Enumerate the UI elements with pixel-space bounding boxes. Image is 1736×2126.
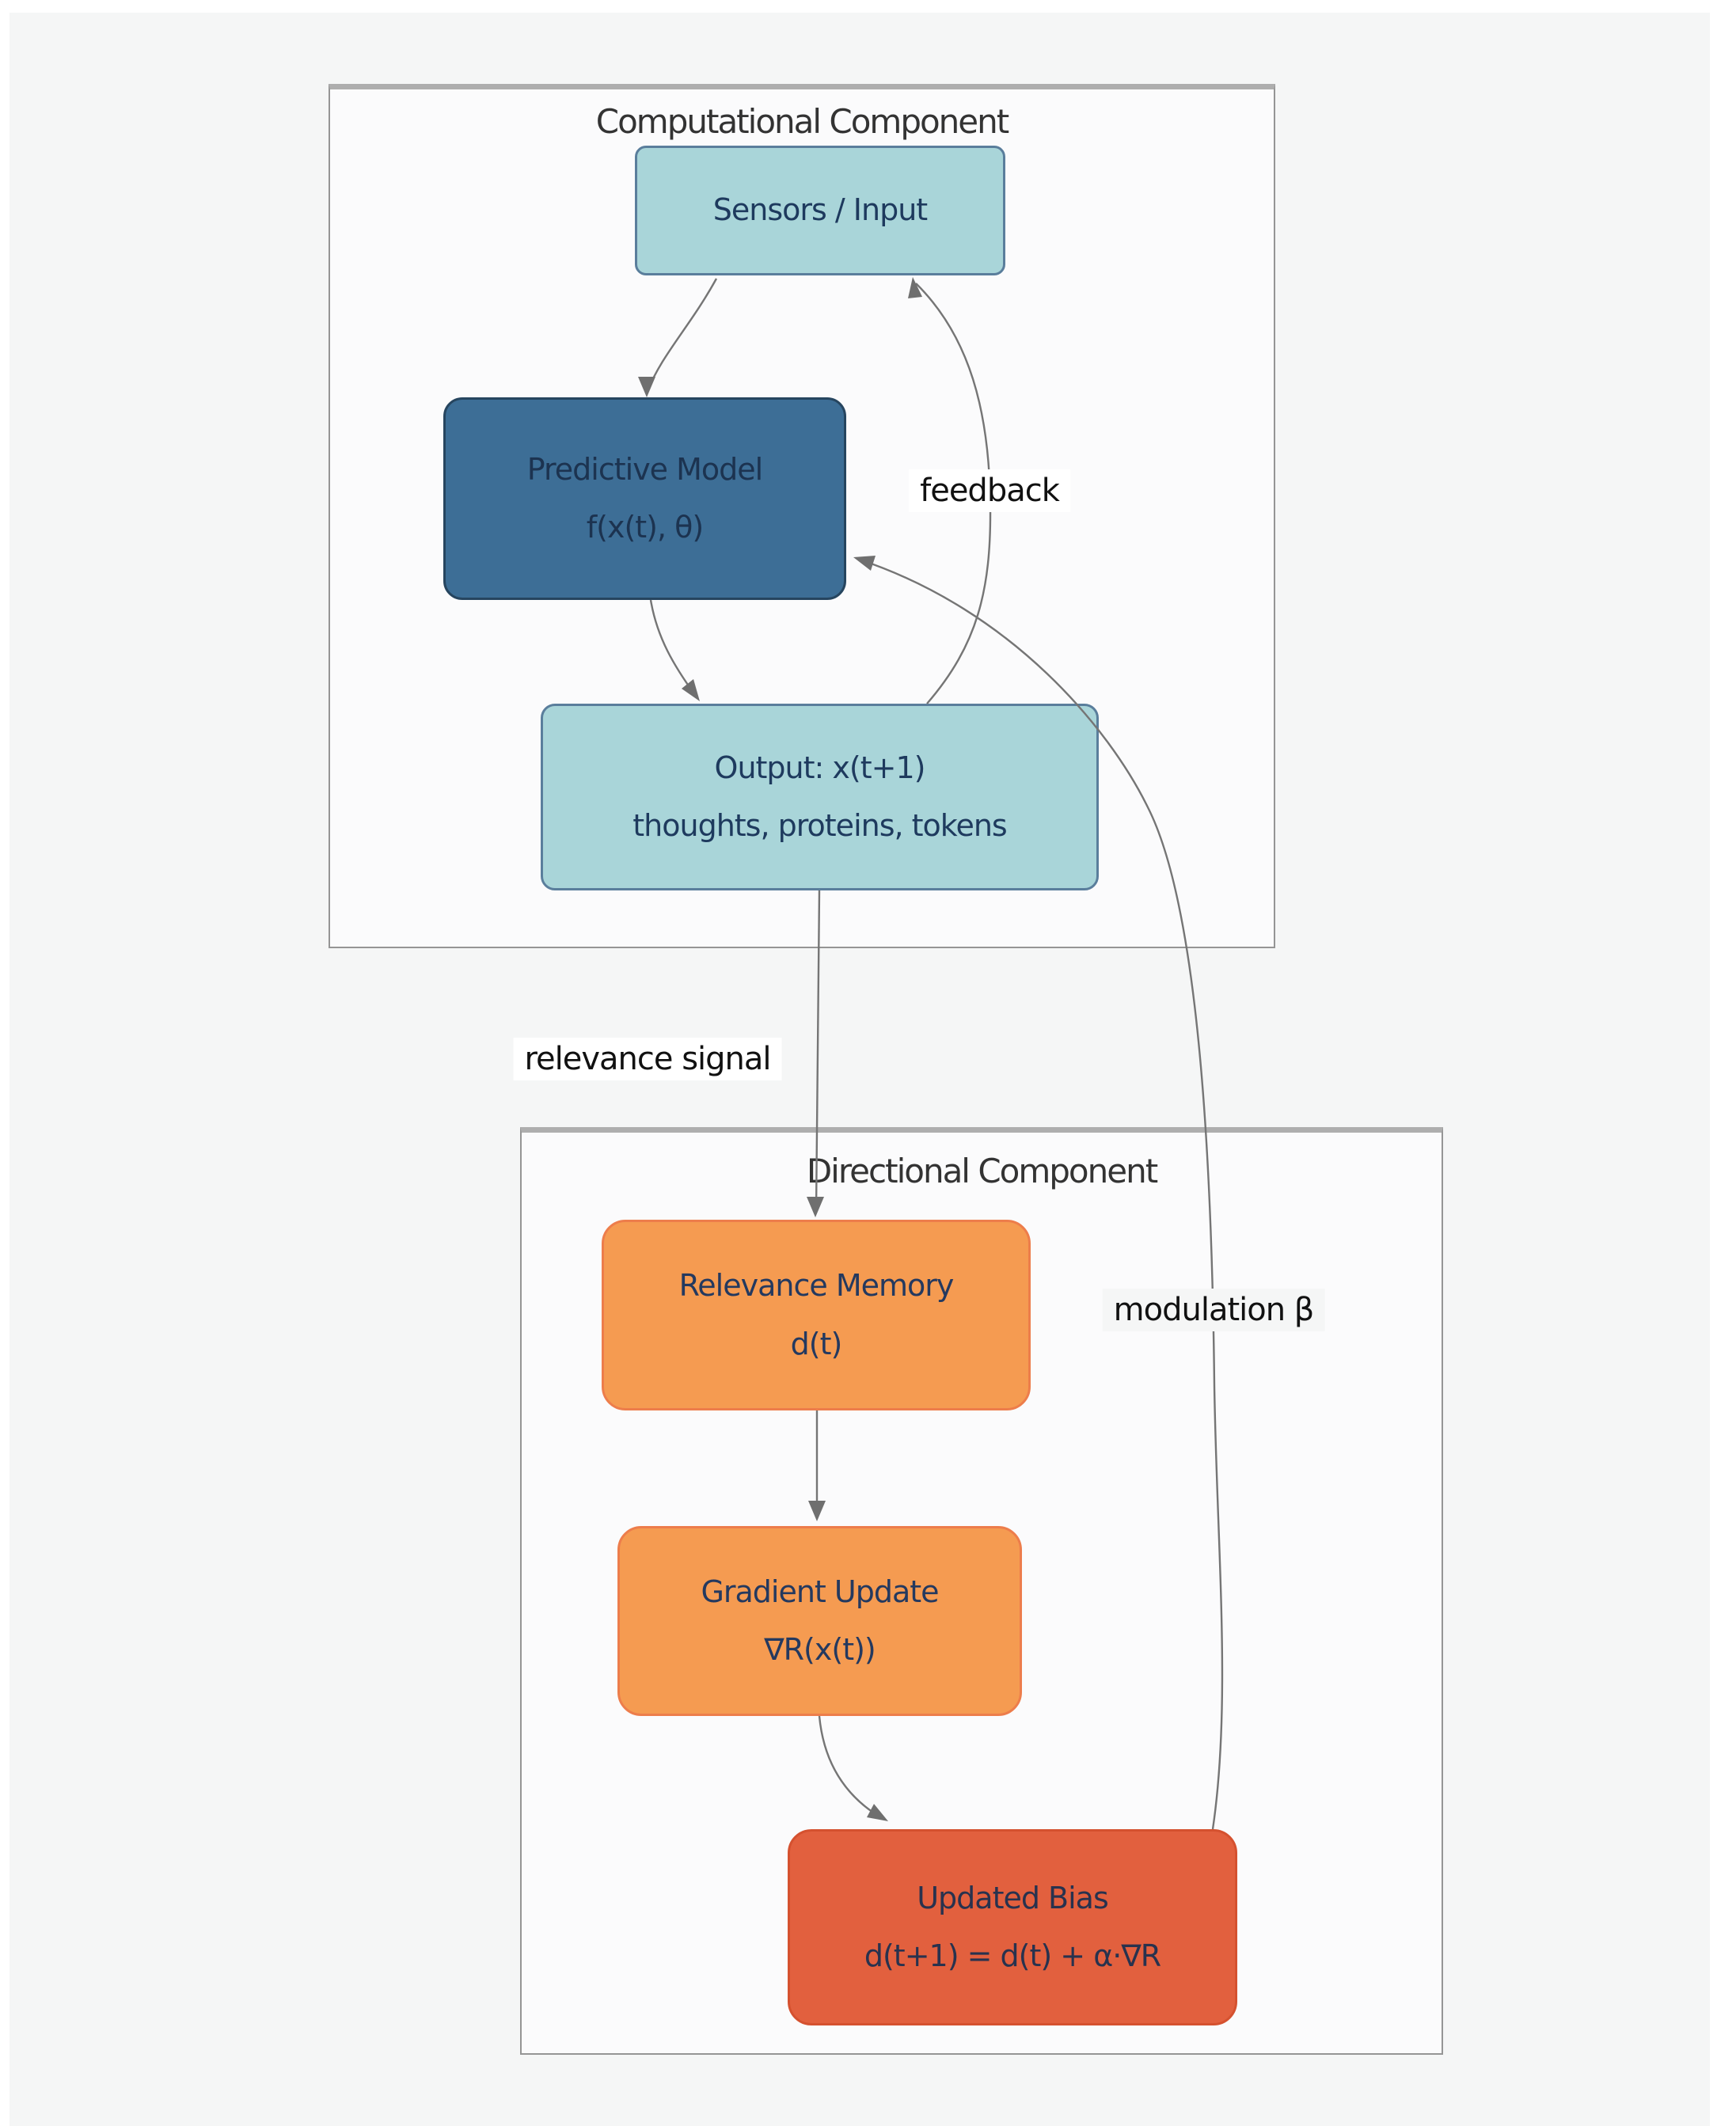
node-relevance-memory: Relevance Memory d(t) [602, 1220, 1031, 1410]
relevance-memory-title: Relevance Memory [678, 1268, 955, 1303]
directional-component-title: Directional Component [806, 1152, 1158, 1190]
output-title: Output: x(t+1) [714, 750, 926, 785]
predictive-model-title: Predictive Model [526, 451, 763, 487]
predictive-model-formula: f(x(t), θ) [586, 510, 704, 545]
updated-bias-formula: d(t+1) = d(t) + α·∇R [864, 1938, 1161, 1973]
computational-component-title: Computational Component [595, 102, 1009, 141]
gradient-update-formula: ∇R(x(t)) [764, 1632, 876, 1667]
node-output: Output: x(t+1) thoughts, proteins, token… [541, 704, 1099, 890]
relevance-memory-formula: d(t) [790, 1326, 843, 1361]
modulation-label: modulation β [1102, 1289, 1325, 1331]
node-gradient-update: Gradient Update ∇R(x(t)) [617, 1526, 1022, 1716]
relevance-signal-label: relevance signal [513, 1038, 782, 1080]
feedback-label: feedback [909, 469, 1070, 512]
gradient-update-title: Gradient Update [701, 1574, 939, 1609]
node-sensors-input: Sensors / Input [635, 146, 1005, 275]
node-updated-bias: Updated Bias d(t+1) = d(t) + α·∇R [788, 1829, 1237, 2025]
output-subtitle: thoughts, proteins, tokens [632, 808, 1007, 843]
updated-bias-title: Updated Bias [917, 1880, 1109, 1915]
sensors-input-label: Sensors / Input [712, 192, 928, 228]
node-predictive-model: Predictive Model f(x(t), θ) [443, 397, 846, 600]
